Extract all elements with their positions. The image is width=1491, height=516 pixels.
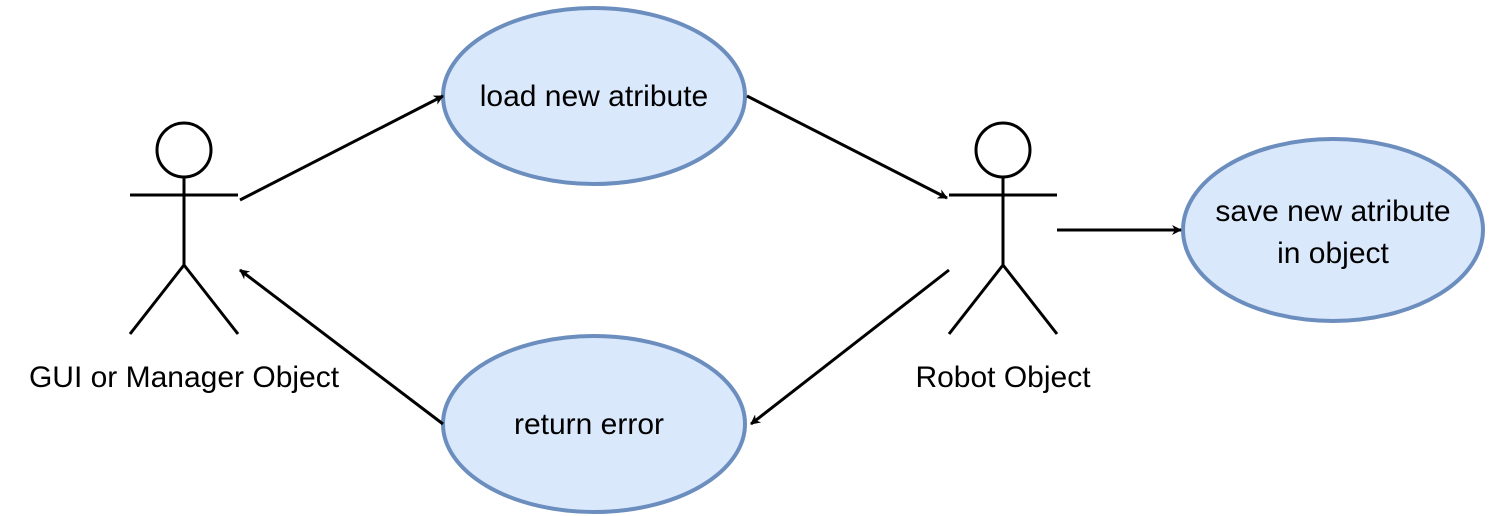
use-case-save-ellipse	[1181, 137, 1485, 323]
actor-gui-left-leg	[128, 264, 186, 335]
use-case-return-error: return error	[441, 334, 747, 514]
use-case-load-new-atribute: load new atribute	[441, 6, 747, 186]
arrow-robot-to-error	[750, 268, 950, 426]
actor-gui-right-leg	[182, 264, 240, 335]
actor-robot-left-leg	[947, 264, 1005, 335]
use-case-save-new-atribute: save new atribute in object	[1181, 137, 1485, 323]
actor-gui-head	[155, 121, 213, 179]
use-case-save-label-line-2: in object	[1277, 237, 1389, 270]
actor-robot-label: Robot Object	[915, 361, 1091, 394]
actor-robot-object: Robot Object	[915, 121, 1091, 394]
actor-robot-head	[974, 121, 1032, 179]
actor-gui-label: GUI or Manager Object	[29, 361, 340, 394]
arrow-load-to-robot	[746, 94, 948, 200]
use-case-save-label-line-1: save new atribute	[1215, 195, 1450, 228]
arrow-error-to-gui	[239, 268, 444, 426]
actor-robot-right-leg	[1001, 264, 1059, 335]
arrow-gui-to-load	[239, 94, 444, 202]
actor-gui-manager-object: GUI or Manager Object	[29, 121, 340, 394]
use-case-load-label: load new atribute	[480, 80, 709, 113]
use-case-error-label: return error	[514, 408, 664, 441]
